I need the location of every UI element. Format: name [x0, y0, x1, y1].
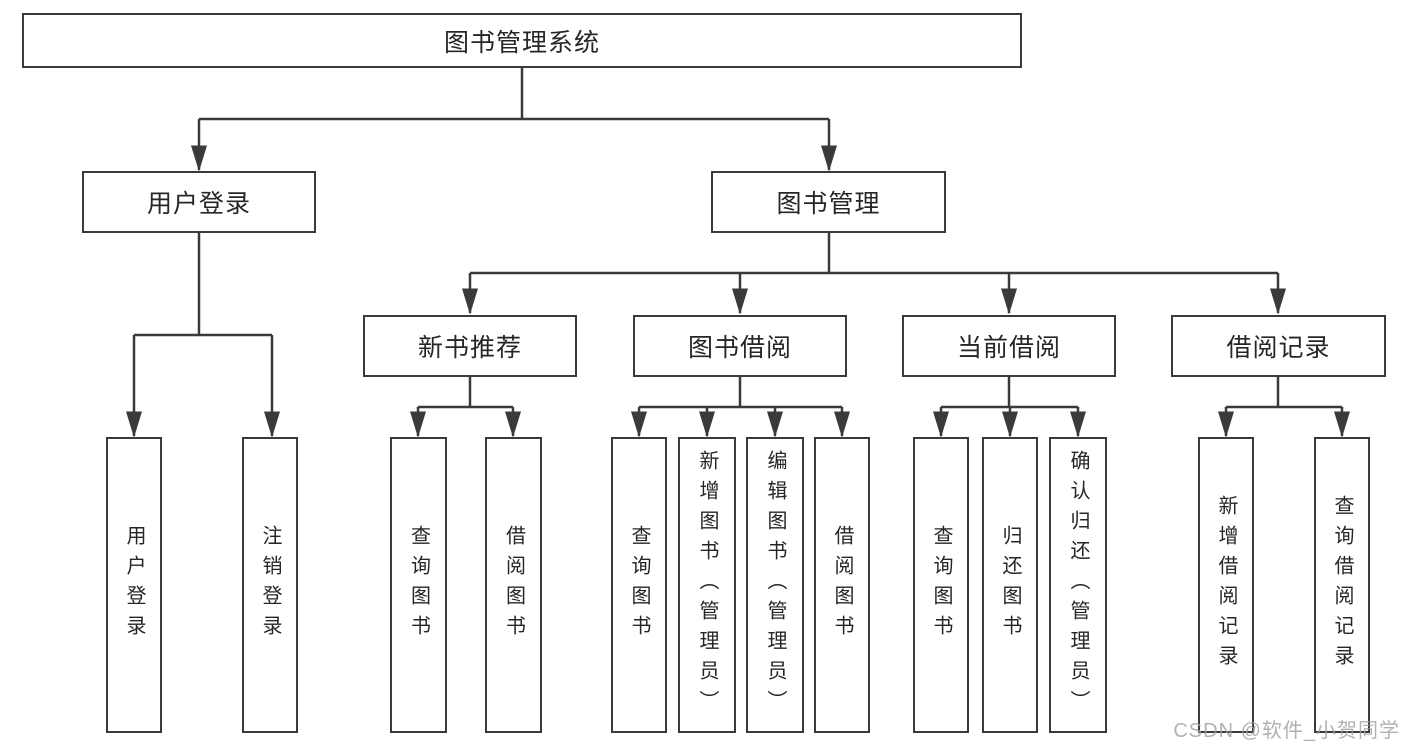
leaf-label: 归还图书 [999, 525, 1021, 645]
node-book-management: 图书管理 [711, 171, 946, 233]
leaf-borrow-books-borrowing: 借阅图书 [814, 437, 870, 733]
leaf-confirm-return-admin: 确认归还（管理员） [1049, 437, 1107, 733]
node-label: 借阅记录 [1226, 334, 1331, 362]
leaf-borrow-books-recommend: 借阅图书 [485, 437, 542, 733]
node-label: 新书推荐 [417, 334, 522, 362]
node-current-borrowing: 当前借阅 [902, 315, 1116, 377]
leaf-label: 查询图书 [628, 525, 650, 645]
node-label: 图书借阅 [687, 334, 792, 362]
node-label: 图书管理系统 [443, 28, 600, 57]
leaf-label: 借阅图书 [831, 525, 853, 645]
leaf-query-books-borrowing: 查询图书 [611, 437, 667, 733]
leaf-label: 查询图书 [930, 525, 952, 645]
leaf-query-books-current: 查询图书 [913, 437, 969, 733]
node-label: 当前借阅 [956, 334, 1061, 362]
leaf-query-borrowing-record: 查询借阅记录 [1314, 437, 1370, 733]
leaf-query-books-recommend: 查询图书 [390, 437, 447, 733]
node-label: 用户登录 [146, 190, 251, 218]
node-new-book-recommendation: 新书推荐 [363, 315, 577, 377]
leaf-add-book-admin: 新增图书（管理员） [678, 437, 736, 733]
leaf-label: 用户登录 [123, 525, 145, 645]
leaf-label: 新增图书（管理员） [696, 450, 718, 720]
node-borrowing-records: 借阅记录 [1171, 315, 1386, 377]
leaf-label: 查询图书 [407, 525, 430, 645]
leaf-label: 注销登录 [259, 525, 281, 645]
leaf-user-login: 用户登录 [106, 437, 162, 733]
node-book-borrowing: 图书借阅 [633, 315, 847, 377]
leaf-label: 编辑图书（管理员） [764, 450, 786, 720]
leaf-label: 确认归还（管理员） [1067, 450, 1089, 720]
node-label: 图书管理 [776, 190, 881, 218]
leaf-edit-book-admin: 编辑图书（管理员） [746, 437, 804, 733]
leaf-label: 新增借阅记录 [1215, 495, 1237, 675]
leaf-add-borrowing-record: 新增借阅记录 [1198, 437, 1254, 733]
node-user-login: 用户登录 [82, 171, 316, 233]
node-book-management-system: 图书管理系统 [22, 13, 1022, 68]
csdn-watermark: CSDN @软件_小贺同学 [1173, 720, 1400, 742]
leaf-return-books: 归还图书 [982, 437, 1038, 733]
leaf-label: 借阅图书 [502, 525, 525, 645]
leaf-logout: 注销登录 [242, 437, 298, 733]
leaf-label: 查询借阅记录 [1331, 495, 1353, 675]
